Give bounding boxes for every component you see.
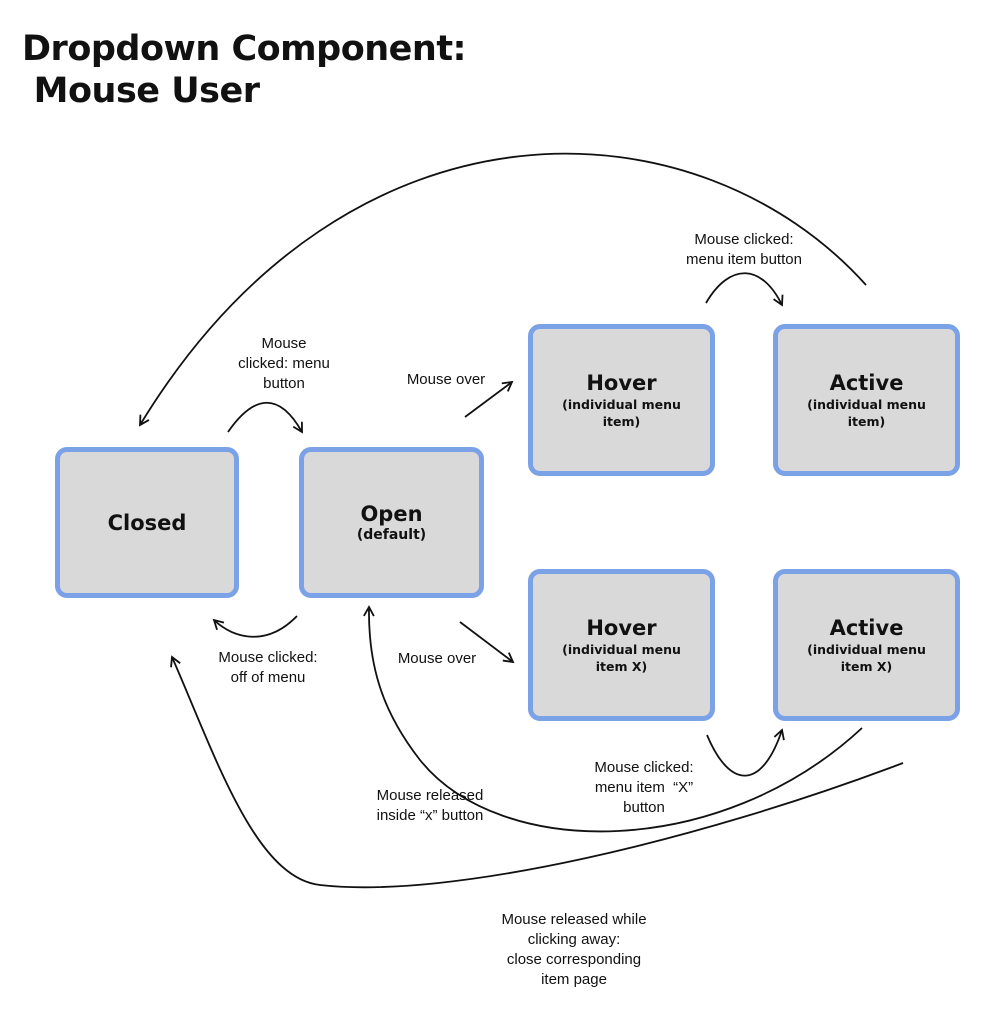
label-open-to-hover-x: Mouse over: [397, 650, 477, 667]
arrow-closed-to-open: [227, 402, 303, 434]
state-active-sublabel: (individual menu item): [807, 397, 926, 429]
arrow-hover-to-active: [705, 272, 784, 307]
arrow-open-to-hover-x: [459, 621, 515, 664]
state-hover-label: Hover: [586, 371, 657, 395]
state-closed-label: Closed: [107, 510, 187, 535]
state-open-label: Open: [360, 502, 423, 526]
label-active-x-to-closed: Mouse released while clicking away: clos…: [501, 911, 647, 988]
arrow-active-to-closed: [139, 152, 867, 427]
state-active-x-label: Active: [829, 616, 904, 640]
label-hover-x-to-active-x: Mouse clicked: menu item “X” button: [594, 759, 694, 816]
state-active-x-sublabel: (individual menu item X): [807, 642, 926, 674]
state-closed: Closed: [55, 447, 239, 598]
state-active-x: Active (individual menu item X): [773, 569, 960, 721]
arrow-active-x-to-open: [363, 605, 863, 833]
label-closed-to-open: Mouse clicked: menu button: [238, 335, 330, 392]
label-open-to-hover: Mouse over: [406, 371, 486, 388]
state-hover-sublabel: (individual menu item): [562, 397, 681, 429]
state-open-sublabel: (default): [356, 527, 427, 543]
state-active: Active (individual menu item): [773, 324, 960, 476]
diagram-title: Dropdown Component: Mouse User: [22, 29, 467, 111]
state-active-label: Active: [829, 371, 904, 395]
state-open: Open (default): [299, 447, 484, 598]
label-hover-to-active: Mouse clicked: menu item button: [686, 231, 802, 268]
state-hover-x-label: Hover: [586, 616, 657, 640]
state-hover-x: Hover (individual menu item X): [528, 569, 715, 721]
state-hover: Hover (individual menu item): [528, 324, 715, 476]
label-active-x-to-open: Mouse released inside “x” button: [376, 787, 484, 824]
arrow-open-to-hover: [464, 380, 514, 418]
state-hover-x-sublabel: (individual menu item X): [562, 642, 681, 674]
arrow-active-x-to-closed: [170, 655, 904, 889]
label-open-to-closed: Mouse clicked: off of menu: [218, 649, 318, 686]
arrow-hover-x-to-active-x: [706, 728, 785, 777]
arrow-open-to-closed: [212, 615, 298, 638]
